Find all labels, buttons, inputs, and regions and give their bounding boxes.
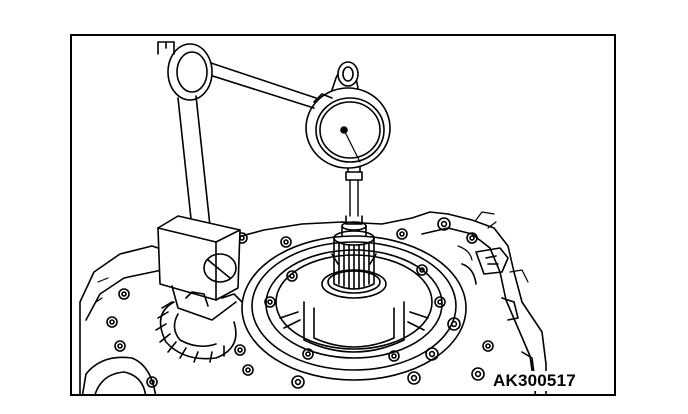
transmission-case <box>79 211 547 394</box>
illustration-frame <box>70 34 616 396</box>
dial-gauge <box>305 61 391 217</box>
input-shaft <box>333 215 375 290</box>
figure-code-label: AK300517 <box>490 371 579 391</box>
gear-components <box>155 291 243 363</box>
gauge-needle <box>343 129 361 163</box>
housing-detail-lines <box>95 211 529 303</box>
magnetic-stand <box>157 41 317 321</box>
technical-drawing <box>79 41 547 394</box>
housing-bolts <box>106 217 494 389</box>
